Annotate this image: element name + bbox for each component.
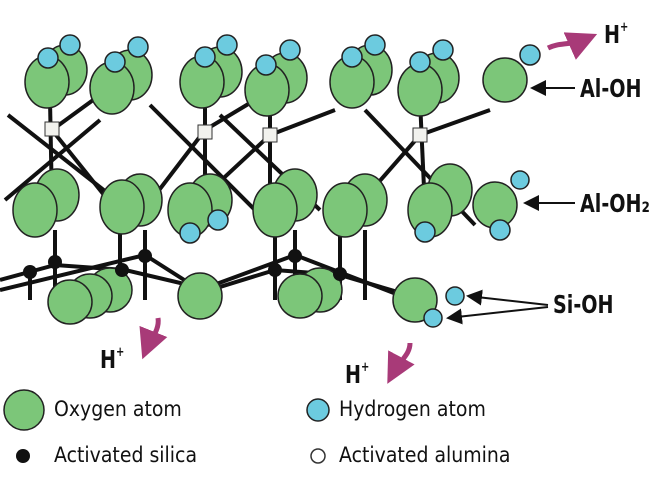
al-oh2-label: Al-OH₂ xyxy=(580,189,650,218)
hydrogen-atoms xyxy=(37,34,541,328)
h-plus-label-left: H+ xyxy=(100,345,125,374)
legend-hydrogen: Hydrogen atom xyxy=(339,397,486,421)
legend-silica: Activated silica xyxy=(54,443,198,467)
legend-oxygen: Oxygen atom xyxy=(54,397,182,421)
al-oh-label: Al-OH xyxy=(580,74,642,103)
silica-legend-icon xyxy=(16,449,30,463)
activated-silica-sites xyxy=(23,249,347,281)
alumina-legend-icon xyxy=(310,448,326,464)
h-plus-label-top: H+ xyxy=(604,20,629,49)
hydrogen-legend-icon xyxy=(306,398,330,422)
pointer-arrows xyxy=(446,80,575,325)
h-plus-label-right: H+ xyxy=(345,360,370,389)
legend-icons xyxy=(3,389,330,464)
si-oh-label: Si-OH xyxy=(553,290,614,319)
oxygen-legend-icon xyxy=(3,389,45,431)
proton-release-arrows xyxy=(139,32,598,384)
oxygen-atoms xyxy=(12,44,528,325)
legend-alumina: Activated alumina xyxy=(339,443,511,467)
activated-alumina-sites xyxy=(44,121,428,143)
